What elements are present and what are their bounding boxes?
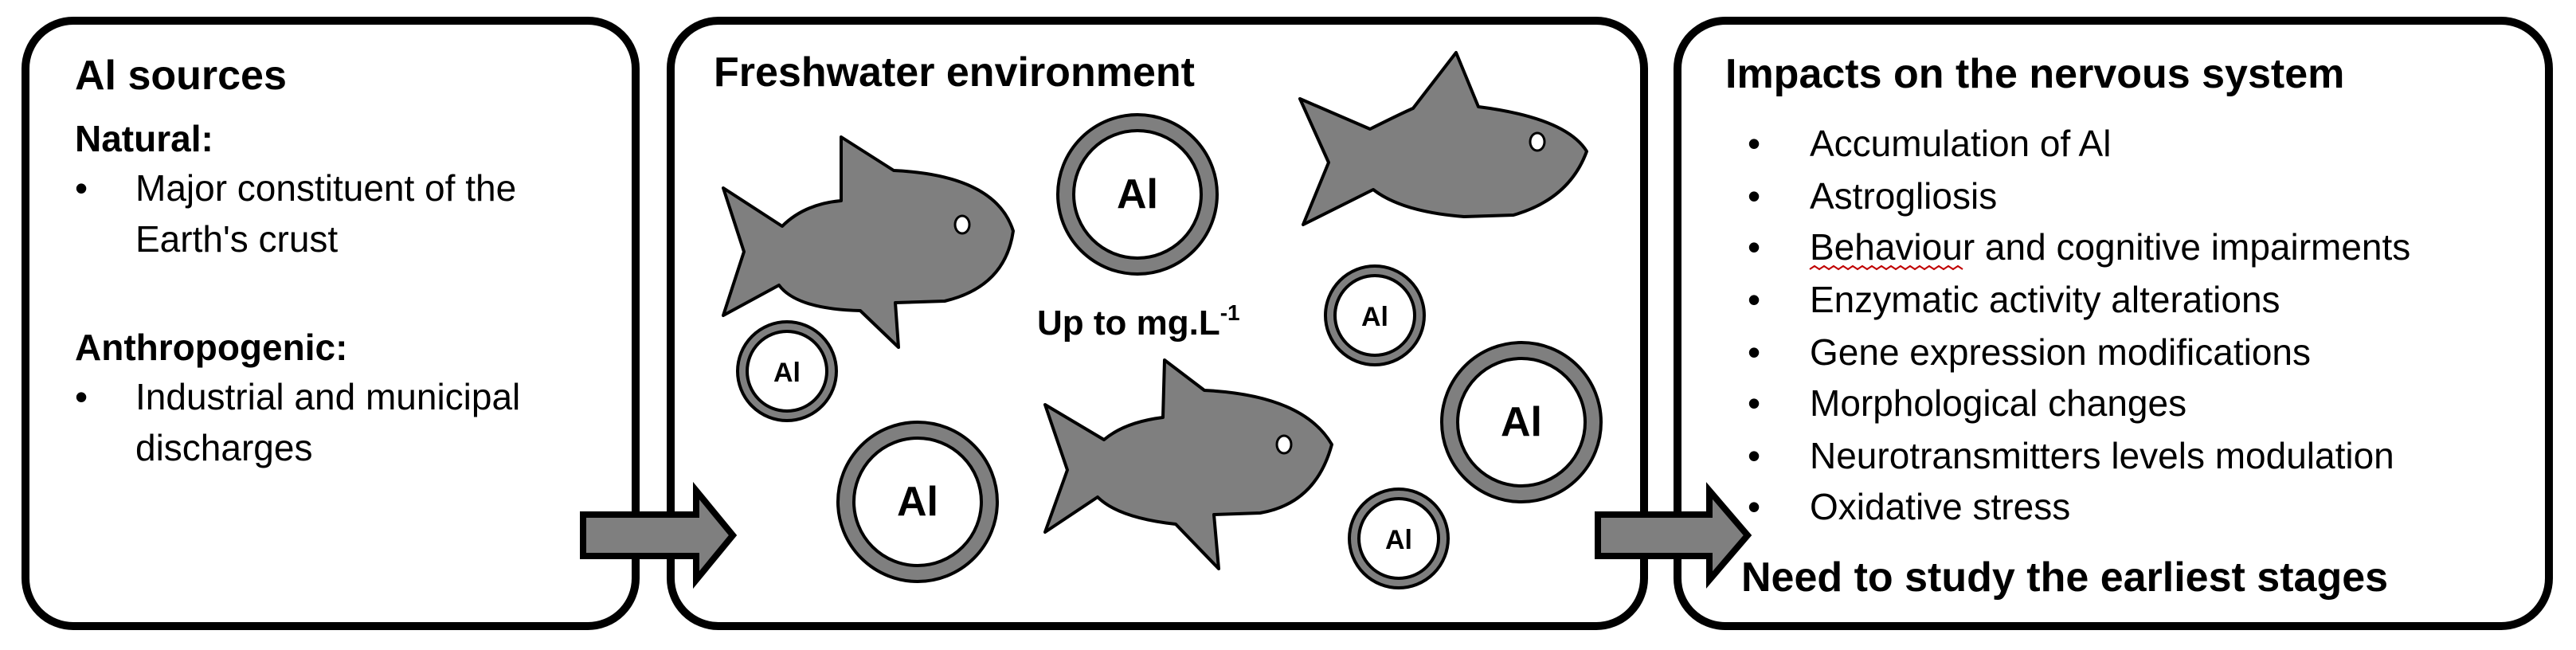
impact-item: Oxidative stress [1810,486,2070,527]
concentration-exponent: -1 [1220,300,1240,325]
arrow-sources-to-environment [580,481,738,589]
impact-item: Accumulation of Al [1810,123,2111,164]
bullet-impact: • [1748,123,1760,164]
bullet-impact: • [1748,175,1760,217]
al-particle-small: Al [1324,264,1426,366]
svg-text:Al: Al [1117,171,1158,217]
natural-label: Natural: [75,118,213,159]
anthropogenic-label: Anthropogenic: [75,327,347,368]
svg-text:Al: Al [1361,302,1388,332]
bullet-impact: • [1748,331,1760,373]
natural-item-line-2: Earth's crust [135,218,338,260]
svg-text:Al: Al [897,479,938,525]
al-particle-small: Al [1348,487,1450,589]
impact-item: Astrogliosis [1810,175,1997,217]
concentration-text: Up to mg.L [1037,303,1220,343]
bullet-impact: • [1748,382,1760,424]
bullet-impact: • [1748,226,1760,268]
impacts-title: Impacts on the nervous system [1725,51,2344,97]
fish-icon [1298,51,1588,226]
natural-item-line-1: Major constituent of the [135,167,516,209]
sources-panel [22,17,640,630]
svg-text:Al: Al [1501,399,1542,445]
sources-title: Al sources [75,53,287,99]
anthropogenic-item-line-1: Industrial and municipal [135,376,520,417]
environment-title: Freshwater environment [714,49,1195,96]
impact-item: Enzymatic activity alterations [1810,279,2280,320]
bullet-impact: • [1748,279,1760,320]
impacts-panel [1674,17,2553,630]
arrow-environment-to-impacts [1595,482,1752,589]
al-particle-small: Al [736,320,838,422]
impact-item: Morphological changes [1810,382,2186,424]
al-particle-large: Al [836,421,999,583]
svg-text:Al: Al [1385,525,1412,555]
impact-item: Neurotransmitters levels modulation [1810,435,2394,476]
fish-icon [1043,358,1333,570]
fish-icon [722,135,1015,349]
impact-item: Behaviour and cognitive impairments [1810,226,2410,268]
bullet-impact: • [1748,486,1760,527]
al-particle-large: Al [1440,341,1603,503]
svg-text:Al: Al [773,358,801,388]
al-particle-large: Al [1056,113,1219,276]
spellcheck-underline [1809,264,1963,271]
bullet-anthropogenic: • [75,376,88,417]
conclusion: Need to study the earliest stages [1741,554,2388,601]
concentration-label: Up to mg.L-1 [1037,300,1240,343]
impact-item: Gene expression modifications [1810,331,2311,373]
bullet-impact: • [1748,435,1760,476]
bullet-natural: • [75,167,88,209]
anthropogenic-item-line-2: discharges [135,427,312,468]
